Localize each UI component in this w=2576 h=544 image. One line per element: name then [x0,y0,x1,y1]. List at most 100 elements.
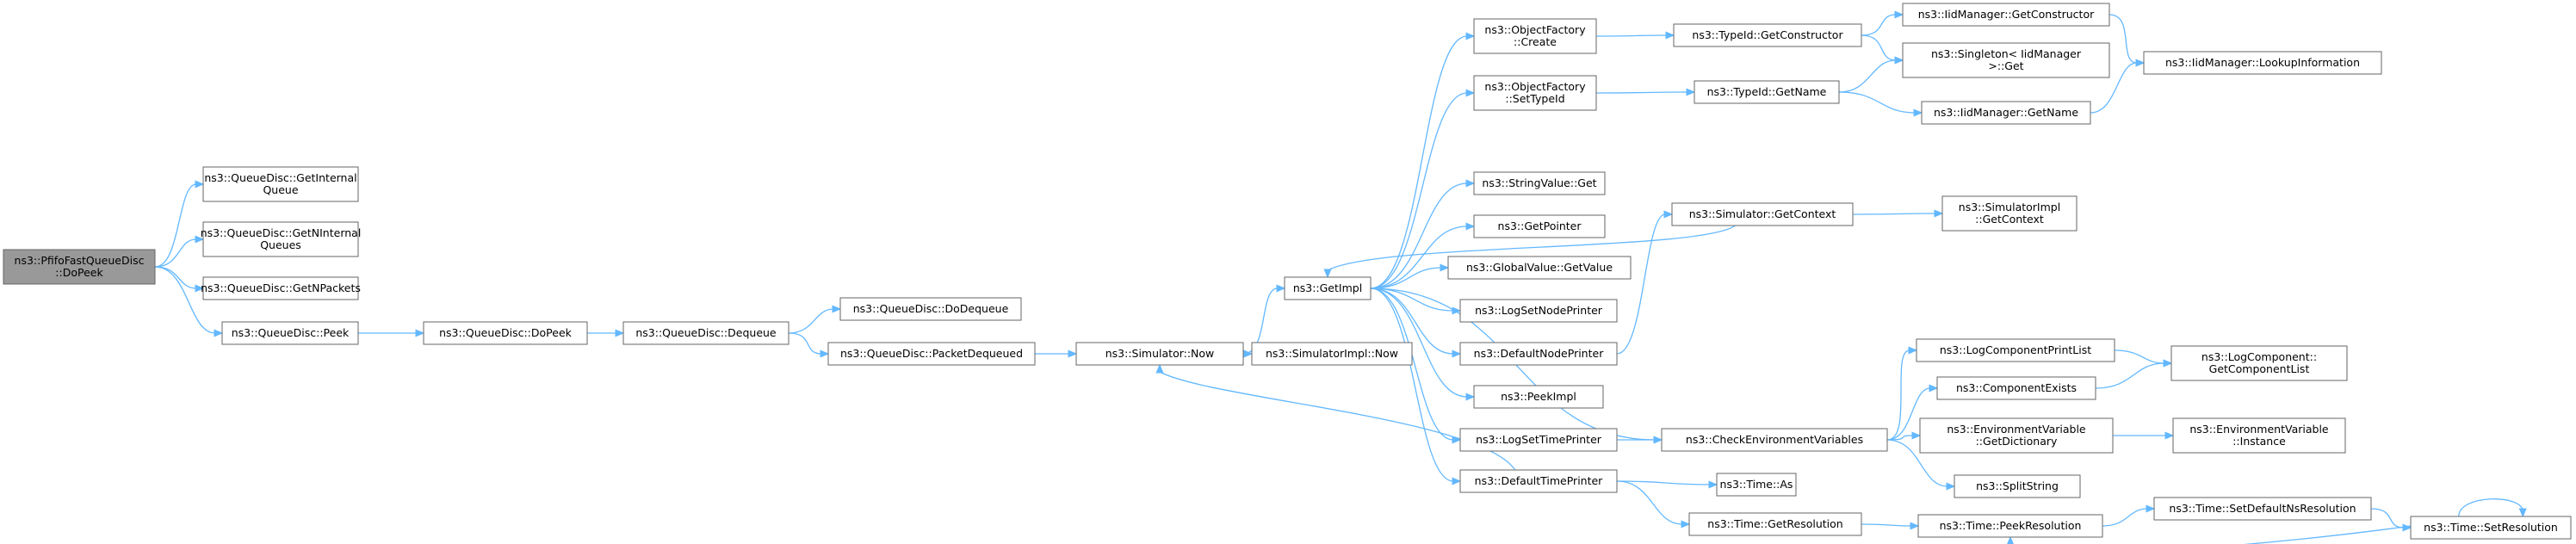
node-box [1671,202,1854,226]
node-label: Queues [260,238,301,251]
node-defnode[interactable]: ns3::DefaultNodePrinter [1459,342,1618,366]
edge-checkenv-to-compexists [1886,387,1931,441]
node-ofcreate[interactable]: ns3::ObjectFactory::Create [1473,18,1597,54]
node-iidctor[interactable]: ns3::IidManager::GetConstructor [1902,3,2110,27]
edge-deq-to-dodeq-arrowhead [832,305,842,313]
node-logsettime[interactable]: ns3::LogSetTimePrinter [1459,428,1618,452]
node-box [1473,75,1597,111]
node-label: ns3::LogComponent:: [2201,350,2317,363]
edge-root-to-gnp-arrowhead [195,284,205,293]
node-dodeq[interactable]: ns3::QueueDisc::DoDequeue [839,297,1022,321]
node-lcgetlist[interactable]: ns3::LogComponent::GetComponentList [2170,345,2348,381]
edge-defnode-to-simctx [1616,213,1666,355]
node-logsetnode[interactable]: ns3::LogSetNodePrinter [1459,299,1618,323]
node-timesetres[interactable]: ns3::Time::SetResolution [2410,516,2572,540]
edge-getimpl-to-svget [1370,182,1468,289]
node-split[interactable]: ns3::SplitString [1954,474,2081,498]
node-label: ns3::QueueDisc::DoPeek [439,326,573,339]
node-gvget[interactable]: ns3::GlobalValue::GetValue [1447,256,1632,280]
edge-ofcreate-to-tidctor-arrowhead [1665,31,1675,40]
node-label: ns3::CheckEnvironmentVariables [1686,433,1863,446]
edge-simctx-to-getimpl-arrowhead [1323,269,1332,279]
node-simctx[interactable]: ns3::Simulator::GetContext [1671,202,1854,226]
node-label: ns3::QueueDisc::GetNInternal [201,226,362,239]
edge-tidname-to-iidname-arrowhead [1913,108,1923,117]
edge-getimpl-to-ofset-arrowhead [1465,89,1476,97]
edge-getimpl-to-peekimpl [1370,287,1468,398]
node-label: ns3::EnvironmentVariable [1947,423,2086,436]
node-envinst[interactable]: ns3::EnvironmentVariable::Instance [2172,417,2346,454]
node-getptr[interactable]: ns3::GetPointer [1473,214,1606,238]
node-timegetres[interactable]: ns3::Time::GetResolution [1688,512,1862,536]
node-checkenv[interactable]: ns3::CheckEnvironmentVariables [1661,428,1888,452]
node-iidname[interactable]: ns3::IidManager::GetName [1921,101,2091,125]
node-deq[interactable]: ns3::QueueDisc::Dequeue [622,321,790,345]
edge-root-to-gi [154,183,197,268]
nodes-layer: ns3::PfifoFastQueueDisc::DoPeekns3::Queu… [3,3,2572,540]
node-label: ns3::Singleton< IidManager [1931,47,2082,60]
node-ofset[interactable]: ns3::ObjectFactory::SetTypeId [1473,75,1597,111]
node-peek[interactable]: ns3::QueueDisc::Peek [221,321,359,345]
node-tidctor[interactable]: ns3::TypeId::GetConstructor [1673,23,1862,47]
edge-deftime-to-simnow-arrowhead [1155,363,1164,374]
node-label: ns3::PeekImpl [1501,390,1576,403]
node-box [827,342,1036,366]
node-svget[interactable]: ns3::StringValue::Get [1473,171,1606,195]
node-label: ns3::LogComponentPrintList [1940,343,2091,356]
edge-deq-to-pdeq-arrowhead [820,349,830,358]
node-box [2172,417,2346,454]
node-tidname[interactable]: ns3::TypeId::GetName [1694,80,1840,104]
node-iidlookup[interactable]: ns3::IidManager::LookupInformation [2143,51,2382,75]
node-label: ns3::GetPointer [1498,219,1582,232]
node-label: ns3::EnvironmentVariable [2189,423,2329,436]
node-box [202,276,359,300]
node-box [1941,195,2078,232]
edge-tidname-to-singleton [1838,59,1897,93]
node-label: ns3::QueueDisc::PacketDequeued [840,347,1023,360]
node-simnow[interactable]: ns3::Simulator::Now [1075,342,1244,366]
node-deftime[interactable]: ns3::DefaultTimePrinter [1459,469,1618,493]
node-timeas[interactable]: ns3::Time::As [1716,473,1797,497]
node-label: ns3::ObjectFactory [1484,23,1586,36]
edge-checkenv-to-lcpl [1886,349,1910,441]
node-simimplctx[interactable]: ns3::SimulatorImpl::GetContext [1941,195,2078,232]
node-simimplnow[interactable]: ns3::SimulatorImpl::Now [1251,342,1413,366]
edge-root-to-peek [154,266,216,334]
edge-defnode-to-simctx-arrowhead [1663,210,1674,219]
node-lcpl[interactable]: ns3::LogComponentPrintList [1916,338,2115,362]
node-envdict[interactable]: ns3::EnvironmentVariable::GetDictionary [1919,417,2114,454]
node-box [1954,474,2081,498]
node-label: ns3::ComponentExists [1956,381,2077,394]
node-label: ns3::IidManager::LookupInformation [2165,56,2360,69]
node-box [423,321,588,345]
edge-timesetdef-to-timesetres [2370,508,2405,529]
edge-simnow-to-getimpl-arrowhead [1276,284,1286,293]
edge-getimpl-to-logsetnode [1370,287,1454,312]
node-label: ns3::QueueDisc::GetInternal [204,171,356,184]
node-box [1916,338,2115,362]
node-box [202,221,359,257]
node-pdeq[interactable]: ns3::QueueDisc::PacketDequeued [827,342,1036,366]
node-label: ns3::Time::GetResolution [1707,517,1842,530]
node-dopeek[interactable]: ns3::QueueDisc::DoPeek [423,321,588,345]
edge-getimpl-to-ofset [1370,92,1468,289]
node-gnp[interactable]: ns3::QueueDisc::GetNPackets [201,276,361,300]
node-timesetdef[interactable]: ns3::Time::SetDefaultNsResolution [2153,497,2372,521]
node-box [1459,299,1618,323]
node-timepeekres[interactable]: ns3::Time::PeekResolution [1917,514,2103,538]
node-label: ns3::GetImpl [1293,281,1362,294]
edge-checkenv-to-envdict [1886,435,1914,441]
edge-deftime-to-timeas [1616,480,1711,485]
node-getimpl[interactable]: ns3::GetImpl [1284,276,1372,300]
edge-getimpl-to-getptr [1370,226,1468,289]
node-peekimpl[interactable]: ns3::PeekImpl [1473,385,1604,409]
node-compexists[interactable]: ns3::ComponentExists [1936,376,2096,400]
node-root[interactable]: ns3::PfifoFastQueueDisc::DoPeek [3,249,156,285]
node-singleton[interactable]: ns3::Singleton< IidManager >::Get [1902,42,2110,78]
edge-pdeq-to-simnow-arrowhead [1068,349,1078,358]
node-label: ns3::Time::PeekResolution [1940,519,2082,532]
edge-timegetres-to-timepeekres-arrowhead [1910,522,1920,530]
